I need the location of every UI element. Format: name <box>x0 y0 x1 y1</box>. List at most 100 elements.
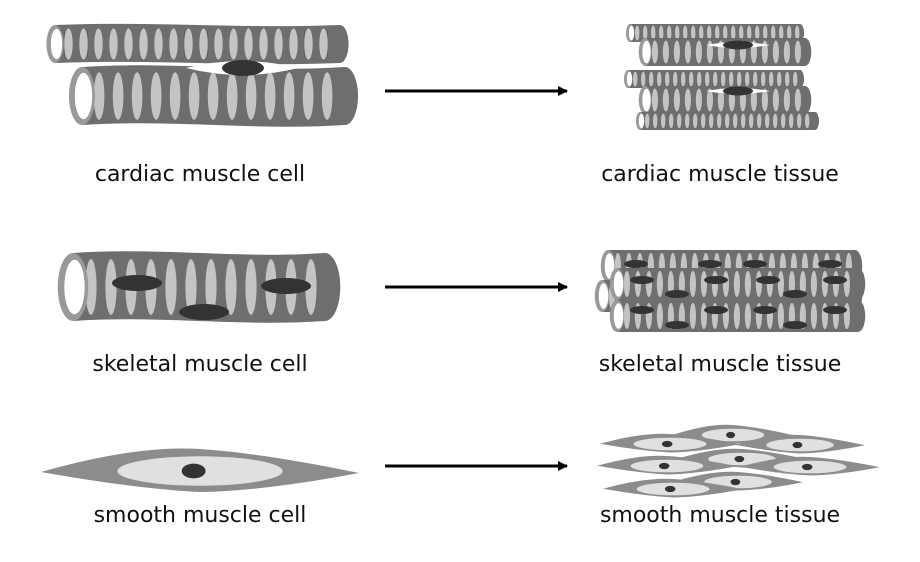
striation <box>692 113 698 129</box>
striation <box>79 28 88 60</box>
striation <box>676 113 682 129</box>
striation <box>698 25 704 41</box>
striation <box>623 302 630 330</box>
smooth-cell-label: smooth muscle cell <box>93 503 307 528</box>
striation <box>321 72 333 120</box>
fiber-lumen <box>628 25 635 41</box>
nucleus <box>664 485 676 493</box>
nucleus <box>665 290 689 298</box>
striation <box>688 71 694 87</box>
striation <box>754 25 760 41</box>
striation <box>666 25 672 41</box>
nucleus <box>801 463 813 471</box>
striation <box>64 28 73 60</box>
skeletal-muscle-cell-illustration <box>57 251 341 323</box>
striation <box>169 72 181 120</box>
striation <box>752 71 758 87</box>
striation <box>711 270 718 298</box>
striation <box>744 302 751 330</box>
striation <box>722 302 729 330</box>
striation <box>744 270 751 298</box>
striation <box>740 113 746 129</box>
striation <box>843 302 850 330</box>
striation <box>660 113 666 129</box>
striation <box>712 71 718 87</box>
striation <box>704 71 710 87</box>
striation <box>205 259 217 315</box>
striation <box>700 113 706 129</box>
striation <box>770 25 776 41</box>
striation <box>245 72 257 120</box>
striation <box>85 259 97 315</box>
striation <box>772 40 779 64</box>
striation <box>810 302 817 330</box>
striation <box>169 28 178 60</box>
nucleus <box>704 306 728 314</box>
fiber-lumen <box>626 71 633 87</box>
striation <box>746 25 752 41</box>
striation <box>131 72 143 120</box>
nucleus <box>730 478 741 486</box>
striation <box>651 40 658 64</box>
striation <box>184 28 193 60</box>
striation <box>154 28 163 60</box>
striation <box>717 88 724 112</box>
striation <box>229 28 238 60</box>
nucleus <box>658 462 670 470</box>
striation <box>124 28 133 60</box>
striation <box>794 88 801 112</box>
fiber-lumen <box>642 88 651 112</box>
fiber-end-cap <box>850 268 866 300</box>
nucleus <box>723 40 753 50</box>
cardiac-cell-label: cardiac muscle cell <box>94 162 306 187</box>
striation <box>700 270 707 298</box>
striation <box>755 270 762 298</box>
fiber-lumen <box>613 271 624 297</box>
smooth-muscle-tissue-illustration <box>597 424 880 498</box>
striation <box>821 302 828 330</box>
striation <box>650 25 656 41</box>
striation <box>777 302 784 330</box>
striation <box>302 72 314 120</box>
skeletal-muscle-tissue-illustration <box>594 250 866 332</box>
fiber-lumen <box>598 283 609 309</box>
fiber-lumen <box>613 303 624 329</box>
striation <box>656 71 662 87</box>
fiber-lumen <box>50 28 63 60</box>
cardiac-muscle-cell-illustration <box>46 23 359 127</box>
striation <box>768 71 774 87</box>
striation <box>772 88 779 112</box>
striation <box>305 259 317 315</box>
nucleus <box>181 463 206 479</box>
fiber-lumen <box>64 259 85 315</box>
striation <box>93 72 105 120</box>
fiber-lumen <box>604 253 615 279</box>
striation <box>225 259 237 315</box>
nucleus <box>624 260 648 268</box>
striation <box>716 113 722 129</box>
nucleus <box>753 306 777 314</box>
striation <box>634 25 640 41</box>
striation <box>720 71 726 87</box>
striation <box>788 113 794 129</box>
striation <box>651 88 658 112</box>
striation <box>706 25 712 41</box>
fiber-end-cap <box>810 112 820 130</box>
striation <box>244 28 253 60</box>
nucleus <box>723 86 753 96</box>
striation <box>750 88 757 112</box>
smooth-tissue-label: smooth muscle tissue <box>599 503 841 528</box>
striation <box>319 28 328 60</box>
striation <box>792 71 798 87</box>
fiber-end-cap <box>331 25 349 63</box>
striation <box>304 28 313 60</box>
striation <box>648 71 654 87</box>
skeletal-tissue-label: skeletal muscle tissue <box>598 352 842 377</box>
striation <box>109 28 118 60</box>
striation <box>207 72 219 120</box>
striation <box>696 71 702 87</box>
striation <box>682 25 688 41</box>
skeletal-cell-label: skeletal muscle cell <box>92 352 308 377</box>
nucleus <box>698 260 722 268</box>
striation <box>764 113 770 129</box>
